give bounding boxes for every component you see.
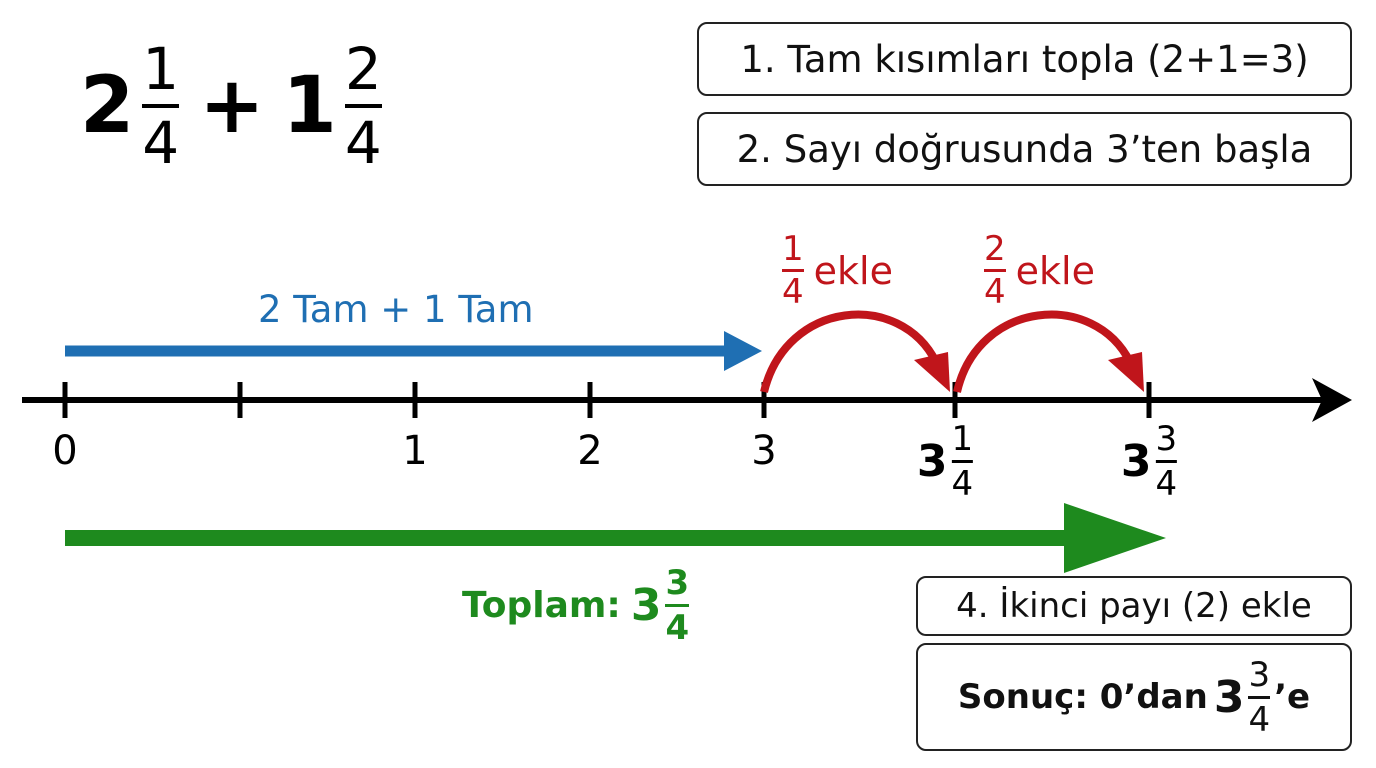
fraction-bar: [984, 269, 1006, 272]
tick-mixed-denominator: 4: [951, 464, 974, 504]
first-fraction: 1 4: [142, 35, 180, 177]
result-prefix: Sonuç: 0’dan: [957, 677, 1208, 717]
step-4-box: 4. İkinci payı (2) ekle: [916, 576, 1352, 636]
result-box: Sonuç: 0’dan 3 3 4 ’e: [916, 643, 1352, 751]
total-label: Toplam: 3 3 4: [462, 563, 690, 648]
step-2-text: 2. Sayı doğrusunda 3’ten başla: [736, 127, 1313, 171]
tick-mixed-denominator: 4: [1155, 464, 1178, 504]
second-whole: 1: [282, 61, 337, 151]
red-jump-2-fraction: 2 4: [984, 232, 1006, 309]
red-jump-1-text: ekle: [813, 248, 893, 293]
blue-arrow-label: 2 Tam + 1 Tam: [258, 288, 534, 331]
result-numerator: 3: [1248, 654, 1271, 695]
red-jump-2-text: ekle: [1015, 248, 1095, 293]
tick-label-0: 0: [52, 428, 78, 474]
green-arrowhead: [1064, 503, 1166, 573]
fraction-bar: [665, 604, 690, 607]
red-jump-2-label: 2 4 ekle: [984, 232, 1095, 309]
tick-mixed-whole: 3: [916, 436, 948, 487]
step-2-box: 2. Sayı doğrusunda 3’ten başla: [697, 112, 1352, 186]
total-whole: 3: [630, 580, 662, 631]
fraction-bar: [782, 269, 804, 272]
tick-label-1: 1: [402, 428, 428, 474]
second-denominator: 4: [344, 109, 382, 177]
first-denominator: 4: [142, 109, 180, 177]
result-whole: 3: [1213, 671, 1245, 723]
tick-label-2: 2: [577, 428, 603, 474]
step-4-text: 4. İkinci payı (2) ekle: [956, 586, 1312, 626]
tick-mixed-numerator: 1: [951, 419, 974, 459]
red-jump-2-arrowhead: [1108, 352, 1144, 392]
step-1-box: 1. Tam kısımları topla (2+1=3): [697, 22, 1352, 96]
tick-mixed-whole: 3: [1120, 436, 1152, 487]
tick-label-3: 3: [751, 428, 777, 474]
red-jump-1-label: 1 4 ekle: [782, 232, 893, 309]
result-suffix: ’e: [1274, 677, 1311, 717]
tick-mixed-numerator: 3: [1155, 419, 1178, 459]
tick-label-3-3-4: 3 3 4: [1120, 419, 1178, 504]
red-jump-2-numerator: 2: [984, 229, 1006, 269]
tick-label-3-1-4: 3 1 4: [916, 419, 974, 504]
fraction-bar: [344, 104, 382, 108]
fraction-bar: [142, 104, 180, 108]
red-jump-1-denominator: 4: [782, 272, 804, 312]
fraction-bar: [1155, 460, 1178, 463]
red-jump-1-numerator: 1: [782, 229, 804, 269]
second-fraction: 2 4: [344, 35, 382, 177]
plus-operator: +: [199, 61, 265, 151]
red-jump-1-arrowhead: [914, 352, 950, 392]
fraction-expression: 2 1 4 + 1 2 4: [80, 40, 390, 172]
red-jump-1-arc: [760, 310, 940, 393]
fraction-bar: [1248, 695, 1271, 699]
total-denominator: 4: [665, 608, 690, 648]
red-jump-2-denominator: 4: [984, 272, 1006, 312]
total-numerator: 3: [665, 563, 690, 603]
second-numerator: 2: [344, 35, 382, 103]
total-prefix: Toplam:: [462, 585, 621, 626]
axis-arrowhead: [1312, 378, 1352, 422]
total-fraction: 3 4: [665, 563, 690, 648]
fraction-bar: [951, 460, 974, 463]
red-jump-2-arc: [953, 310, 1134, 393]
first-whole: 2: [80, 61, 135, 151]
result-fraction: 3 4: [1248, 654, 1271, 740]
first-numerator: 1: [142, 35, 180, 103]
tick-mixed-fraction: 3 4: [1155, 419, 1178, 504]
blue-arrowhead: [724, 331, 762, 371]
result-denominator: 4: [1248, 699, 1271, 740]
red-jump-1-fraction: 1 4: [782, 232, 804, 309]
step-1-text: 1. Tam kısımları topla (2+1=3): [740, 37, 1309, 81]
tick-mixed-fraction: 1 4: [951, 419, 974, 504]
